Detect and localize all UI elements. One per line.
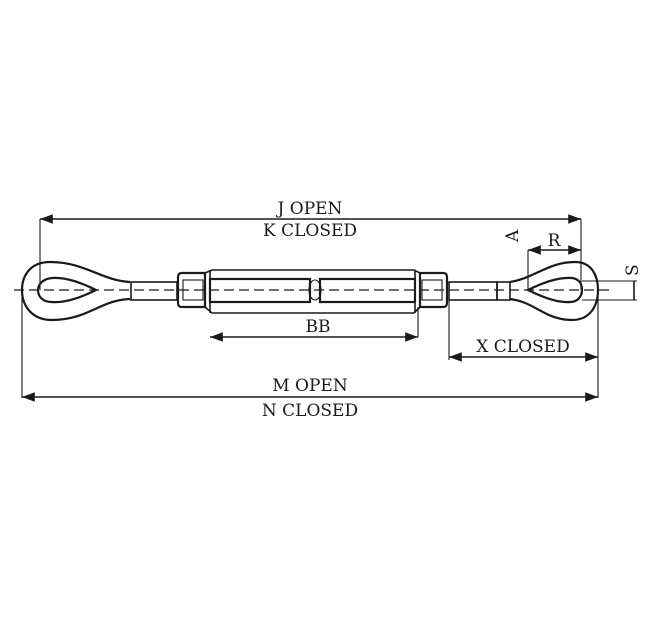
label-r: R — [548, 231, 562, 251]
dimension-j-k — [39, 214, 582, 290]
right-nut — [418, 271, 449, 309]
label-bb: BB — [306, 317, 331, 337]
dimension-m-n — [21, 290, 599, 402]
dimension-bb — [210, 307, 419, 342]
label-s: S — [623, 264, 643, 276]
right-shank — [496, 281, 511, 301]
label-j-open: J OPEN — [276, 199, 343, 219]
label-m-open: M OPEN — [272, 376, 348, 396]
dimension-s — [582, 280, 637, 301]
dimension-x — [448, 300, 598, 362]
right-eye — [509, 260, 600, 322]
left-nut — [176, 271, 207, 309]
left-eye — [20, 260, 131, 322]
turnbuckle-body — [204, 269, 421, 314]
left-nut-bore — [182, 279, 204, 301]
left-threaded-rod — [130, 281, 178, 301]
label-n-closed: N CLOSED — [262, 401, 358, 421]
dimension-r — [527, 245, 581, 290]
label-a: A — [503, 229, 523, 243]
right-threaded-rod — [448, 281, 498, 301]
label-k-closed: K CLOSED — [263, 221, 357, 241]
label-x-closed: X CLOSED — [476, 337, 569, 357]
right-nut-bore — [421, 279, 443, 301]
